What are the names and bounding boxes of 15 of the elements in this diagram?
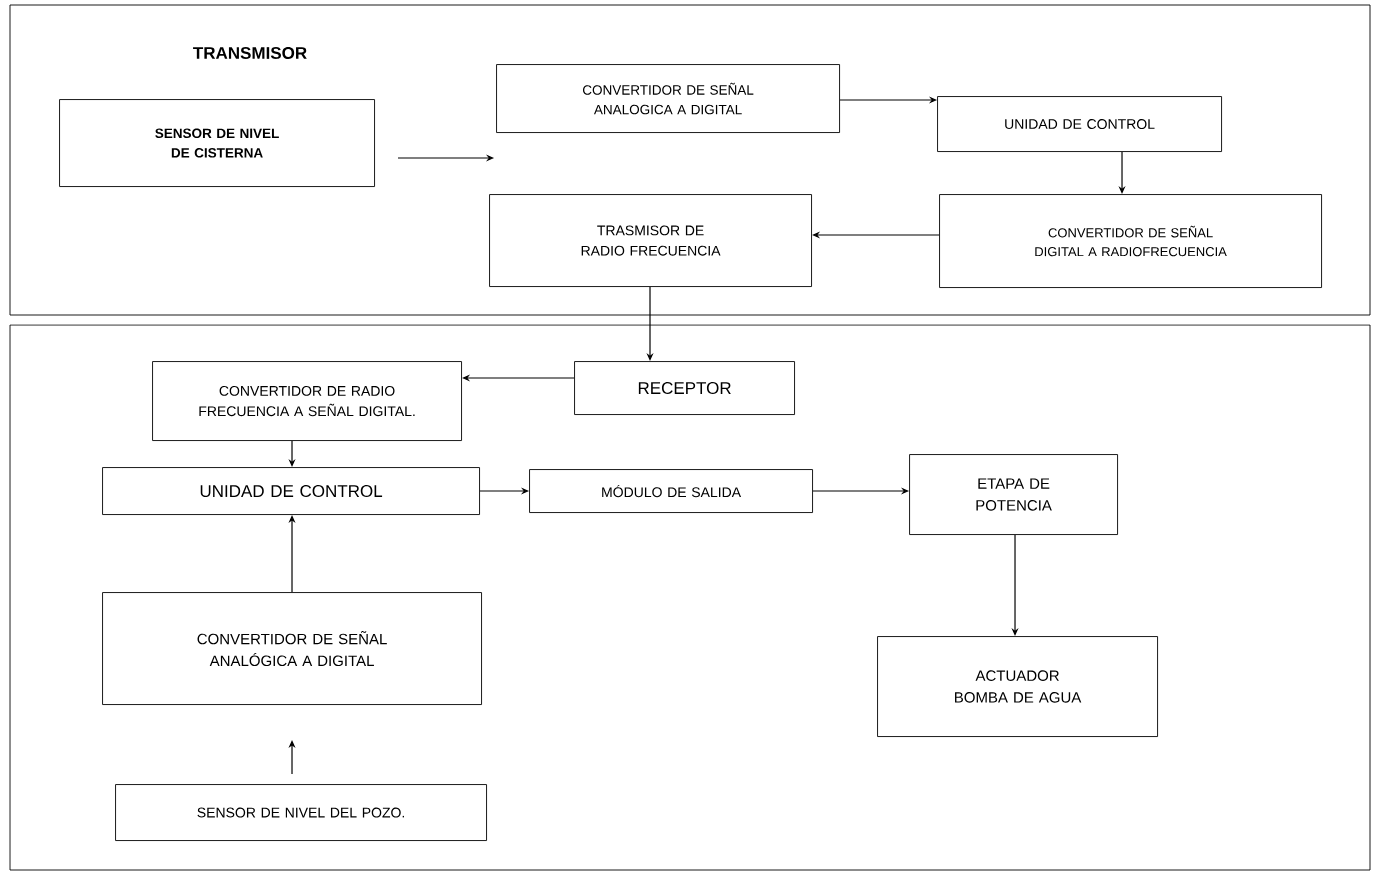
- process-box: ETAPA DE POTENCIA: [909, 454, 1118, 535]
- process-box: UNIDAD DE CONTROL: [102, 467, 480, 515]
- process-box: MÓDULO DE SALIDA: [529, 469, 813, 513]
- process-box: CONVERTIDOR DE SEÑAL ANALÓGICA A DIGITAL: [102, 592, 482, 705]
- process-box: ACTUADOR BOMBA DE AGUA: [877, 636, 1158, 737]
- process-box: CONVERTIDOR DE SEÑAL ANALOGICA A DIGITAL: [496, 64, 840, 133]
- process-box: CONVERTIDOR DE RADIO FRECUENCIA A SEÑAL DIGITAL.: [152, 361, 462, 441]
- process-box: TRASMISOR DE RADIO FRECUENCIA: [489, 194, 812, 287]
- process-box: CONVERTIDOR DE SEÑAL DIGITAL A RADIOFRECUENCIA: [939, 194, 1322, 288]
- panel: [9, 324, 1371, 871]
- process-box: SENSOR DE NIVEL DE CISTERNA: [59, 99, 375, 187]
- panel-heading: TRANSMISOR: [193, 47, 307, 60]
- process-box: RECEPTOR: [574, 361, 795, 415]
- process-box: UNIDAD DE CONTROL: [937, 96, 1222, 152]
- process-box: SENSOR DE NIVEL DEL POZO.: [115, 784, 487, 841]
